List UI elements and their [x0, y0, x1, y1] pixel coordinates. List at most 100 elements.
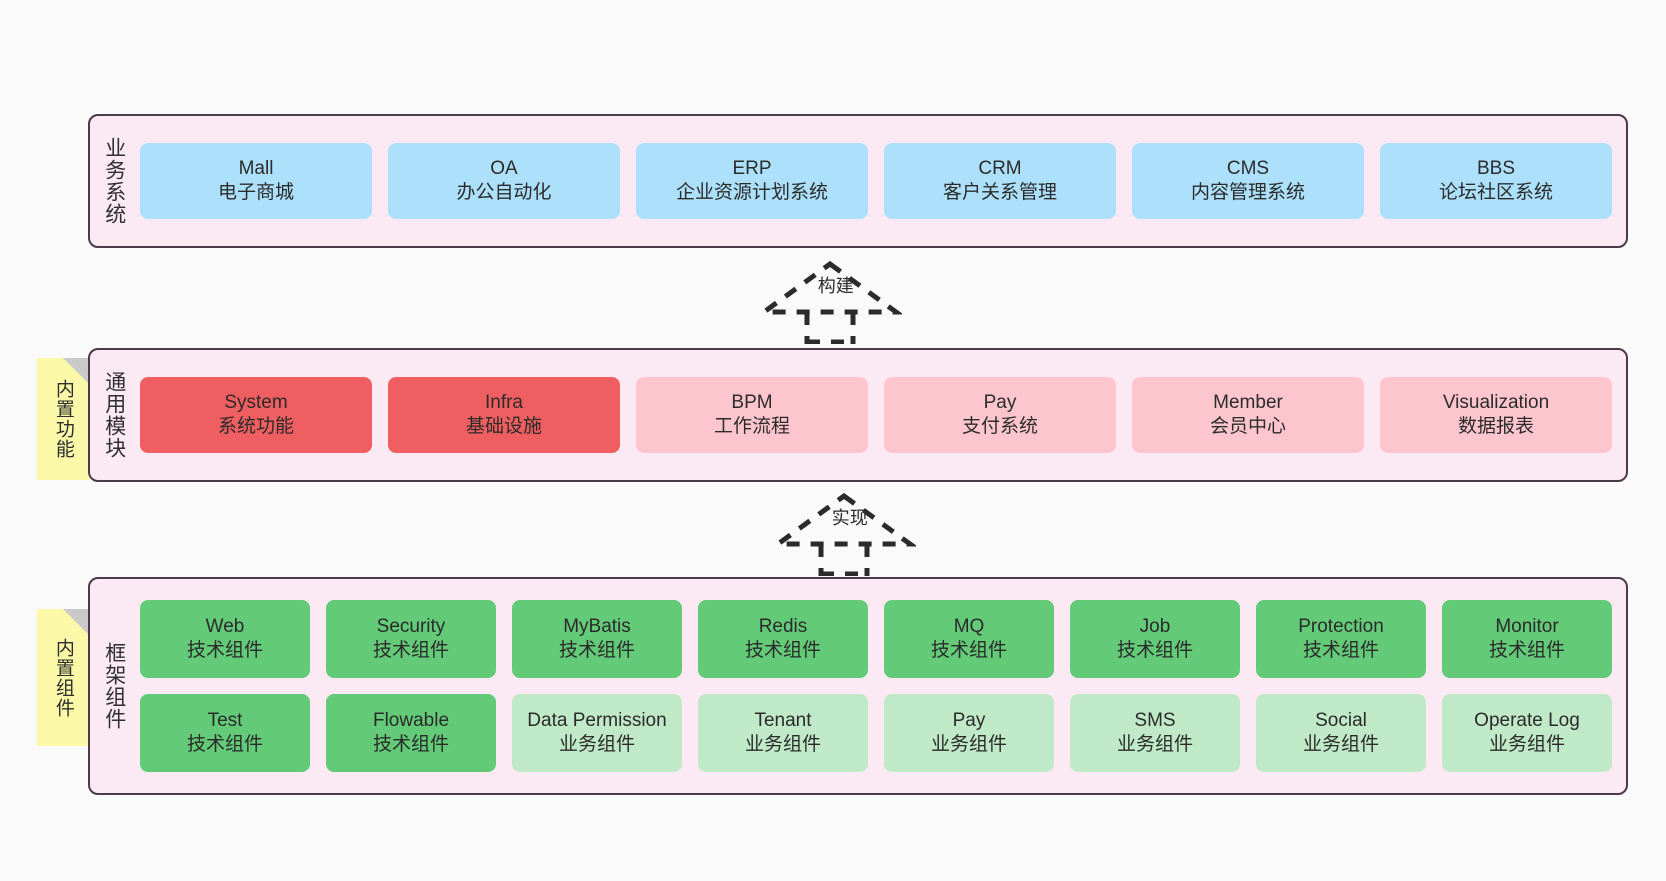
- card-title: Pay: [983, 391, 1017, 413]
- card-subtitle: 论坛社区系统: [1438, 182, 1553, 203]
- card-subtitle: 支付系统: [961, 416, 1038, 437]
- note-label: 内置组件: [52, 637, 74, 718]
- layer-cards-business: Mall 电子商城 OA 办公自动化 ERP 企业资源计划系统 CRM 客户关系…: [138, 116, 1626, 246]
- card-title: Visualization: [1442, 391, 1550, 413]
- card-subtitle: 系统功能: [217, 416, 294, 437]
- card-title: BPM: [731, 391, 773, 413]
- card-title: CRM: [978, 157, 1022, 179]
- card-title: Redis: [758, 615, 808, 637]
- card-subtitle: 内容管理系统: [1190, 182, 1305, 203]
- card-pay[interactable]: Pay 支付系统: [884, 377, 1116, 453]
- card-subtitle: 办公自动化: [456, 182, 552, 203]
- card-data-permission[interactable]: Data Permission 业务组件: [512, 694, 682, 772]
- card-title: Infra: [484, 391, 524, 413]
- card-oa[interactable]: OA 办公自动化: [388, 143, 620, 219]
- card-subtitle: 业务组件: [558, 734, 635, 755]
- card-title: Monitor: [1495, 615, 1559, 637]
- card-bbs[interactable]: BBS 论坛社区系统: [1380, 143, 1612, 219]
- card-row: System 系统功能 Infra 基础设施 BPM 工作流程 Pay 支付系统…: [140, 377, 1612, 453]
- card-title: Job: [1139, 615, 1171, 637]
- card-title: Operate Log: [1474, 709, 1580, 731]
- note-label: 内置功能: [52, 379, 74, 459]
- card-title: Data Permission: [527, 709, 667, 731]
- card-title: ERP: [732, 157, 772, 179]
- card-title: System: [224, 391, 288, 413]
- card-subtitle: 技术组件: [1302, 640, 1379, 661]
- card-subtitle: 电子商城: [217, 182, 294, 203]
- card-job[interactable]: Job 技术组件: [1070, 600, 1240, 678]
- card-row: Web 技术组件 Security 技术组件 MyBatis 技术组件 Redi…: [140, 600, 1612, 678]
- card-member[interactable]: Member 会员中心: [1132, 377, 1364, 453]
- card-visualization[interactable]: Visualization 数据报表: [1380, 377, 1612, 453]
- layer-cards-common: System 系统功能 Infra 基础设施 BPM 工作流程 Pay 支付系统…: [138, 350, 1626, 480]
- layer-title-framework: 框架组件: [102, 642, 126, 730]
- card-subtitle: 业务组件: [1116, 734, 1193, 755]
- connector-build-label: 构建: [817, 276, 854, 296]
- note-builtin-function: 内置功能: [37, 358, 89, 480]
- connector-implement-label: 实现: [831, 508, 868, 528]
- card-pay-business[interactable]: Pay 业务组件: [884, 694, 1054, 772]
- card-subtitle: 技术组件: [1116, 640, 1193, 661]
- card-test[interactable]: Test 技术组件: [140, 694, 310, 772]
- card-title: SMS: [1134, 709, 1176, 731]
- card-redis[interactable]: Redis 技术组件: [698, 600, 868, 678]
- card-subtitle: 技术组件: [558, 640, 635, 661]
- card-subtitle: 客户关系管理: [942, 182, 1057, 203]
- card-cms[interactable]: CMS 内容管理系统: [1132, 143, 1364, 219]
- card-row: Mall 电子商城 OA 办公自动化 ERP 企业资源计划系统 CRM 客户关系…: [140, 143, 1612, 219]
- card-title: BBS: [1476, 157, 1516, 179]
- card-title: Social: [1315, 709, 1367, 731]
- card-subtitle: 业务组件: [1488, 734, 1565, 755]
- note-fold-icon: [63, 358, 89, 384]
- card-title: OA: [490, 157, 518, 179]
- card-title: Security: [376, 615, 446, 637]
- card-erp[interactable]: ERP 企业资源计划系统: [636, 143, 868, 219]
- card-mybatis[interactable]: MyBatis 技术组件: [512, 600, 682, 678]
- card-subtitle: 技术组件: [744, 640, 821, 661]
- card-title: Flowable: [372, 709, 450, 731]
- card-title: Web: [205, 615, 245, 637]
- card-tenant[interactable]: Tenant 业务组件: [698, 694, 868, 772]
- card-crm[interactable]: CRM 客户关系管理: [884, 143, 1116, 219]
- card-subtitle: 业务组件: [744, 734, 821, 755]
- card-title: Protection: [1298, 615, 1384, 637]
- card-title: Mall: [238, 157, 274, 179]
- card-title: MyBatis: [563, 615, 631, 637]
- card-subtitle: 数据报表: [1457, 416, 1534, 437]
- card-title: CMS: [1226, 157, 1270, 179]
- card-title: Tenant: [754, 709, 812, 731]
- card-mall[interactable]: Mall 电子商城: [140, 143, 372, 219]
- card-title: MQ: [953, 615, 985, 637]
- card-title: Test: [207, 709, 243, 731]
- card-sms[interactable]: SMS 业务组件: [1070, 694, 1240, 772]
- card-subtitle: 技术组件: [1488, 640, 1565, 661]
- card-security[interactable]: Security 技术组件: [326, 600, 496, 678]
- card-infra[interactable]: Infra 基础设施: [388, 377, 620, 453]
- card-bpm[interactable]: BPM 工作流程: [636, 377, 868, 453]
- card-monitor[interactable]: Monitor 技术组件: [1442, 600, 1612, 678]
- layer-cards-framework: Web 技术组件 Security 技术组件 MyBatis 技术组件 Redi…: [138, 579, 1626, 793]
- card-subtitle: 会员中心: [1209, 416, 1286, 437]
- connector-build: 构建: [758, 258, 902, 344]
- layer-common-module: 通用模块 System 系统功能 Infra 基础设施 BPM 工作流程 Pay…: [88, 348, 1628, 482]
- card-operate-log[interactable]: Operate Log 业务组件: [1442, 694, 1612, 772]
- note-builtin-component: 内置组件: [37, 609, 89, 746]
- card-social[interactable]: Social 业务组件: [1256, 694, 1426, 772]
- card-subtitle: 技术组件: [186, 640, 263, 661]
- card-subtitle: 基础设施: [465, 416, 542, 437]
- card-subtitle: 业务组件: [1302, 734, 1379, 755]
- card-system[interactable]: System 系统功能: [140, 377, 372, 453]
- note-fold-icon: [63, 609, 89, 635]
- layer-business-system: 业务系统 Mall 电子商城 OA 办公自动化 ERP 企业资源计划系统 CRM…: [88, 114, 1628, 248]
- layer-framework-component: 框架组件 Web 技术组件 Security 技术组件 MyBatis 技术组件…: [88, 577, 1628, 795]
- layer-title-common: 通用模块: [102, 371, 126, 459]
- card-title: Pay: [952, 709, 986, 731]
- card-web[interactable]: Web 技术组件: [140, 600, 310, 678]
- card-protection[interactable]: Protection 技术组件: [1256, 600, 1426, 678]
- card-subtitle: 技术组件: [930, 640, 1007, 661]
- connector-implement: 实现: [772, 490, 916, 576]
- card-flowable[interactable]: Flowable 技术组件: [326, 694, 496, 772]
- card-subtitle: 技术组件: [372, 640, 449, 661]
- card-subtitle: 技术组件: [186, 734, 263, 755]
- card-mq[interactable]: MQ 技术组件: [884, 600, 1054, 678]
